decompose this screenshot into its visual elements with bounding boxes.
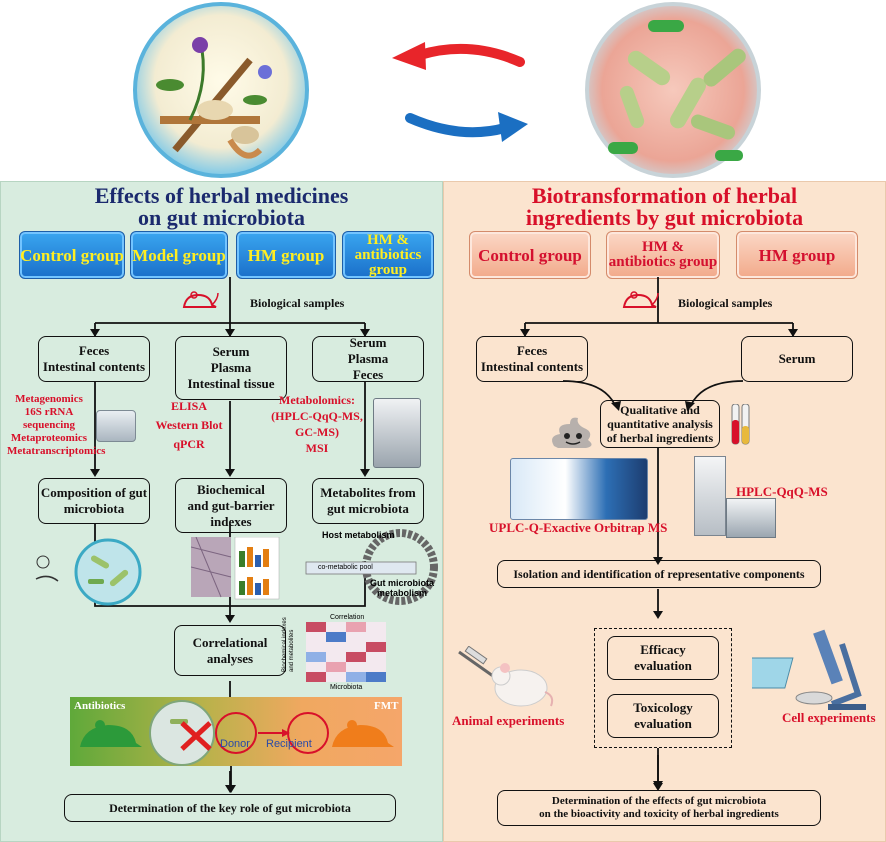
- header-illustrations: [133, 2, 761, 178]
- group-hm-antibiotics: HM & antibiotics group: [342, 231, 434, 279]
- correlation-heatmap-image: [306, 622, 386, 682]
- box-left-final: Determination of the key role of gut mic…: [64, 794, 396, 822]
- heatmap-xlabel: Microbiota: [330, 684, 363, 691]
- group-hm-antibiotics-right: HM & antibiotics group: [606, 231, 720, 279]
- box-isolation: Isolation and identification of represen…: [497, 560, 821, 588]
- co-metabolic-pool-label: co-metabolic pool: [318, 564, 373, 571]
- right-bio-samples: Biological samples: [678, 296, 773, 310]
- group-model: Model group: [130, 231, 228, 279]
- left-final-arrow: [226, 766, 236, 793]
- group-control: Control group: [19, 231, 125, 279]
- mouse-icon: [182, 291, 219, 308]
- antibiotics-label: Antibiotics: [74, 700, 126, 712]
- blood-tubes-icon: [731, 404, 750, 445]
- group-hm: HM group: [236, 231, 336, 279]
- sequencer-image: [96, 410, 136, 442]
- cell-microscope-image: [752, 629, 866, 710]
- box-serum-right: Serum: [741, 336, 853, 382]
- group-hm-right: HM group: [736, 231, 858, 279]
- gut-bacteria-circle-image: [585, 2, 761, 178]
- hplc-ms-image: [726, 498, 776, 538]
- recipient-label: Recipient: [266, 738, 312, 750]
- herbal-circle-image: [133, 2, 309, 178]
- instrument-label-orbitrap: UPLC-Q-Exactive Orbitrap MS: [489, 520, 668, 535]
- left-bio-samples: Biological samples: [250, 296, 345, 310]
- donor-label: Donor: [220, 738, 250, 750]
- petri-dish-image: [35, 538, 142, 606]
- right-final-arrow: [653, 748, 663, 789]
- instrument-label-hplc: HPLC-QqQ-MS: [736, 484, 828, 499]
- hplc-instrument-image: [694, 456, 726, 536]
- antibiotics-fmt-image: [80, 700, 394, 766]
- ms-instrument-image: [373, 398, 421, 468]
- box-right-final: Determination of the effects of gut micr…: [497, 790, 821, 826]
- evaluation-dashed-frame: [594, 628, 732, 748]
- group-control-right: Control group: [469, 231, 591, 279]
- metabolism-ring-image: [305, 529, 438, 605]
- mouse-syringe-image: [458, 646, 554, 707]
- bidirectional-arrows: [392, 42, 528, 142]
- fmt-label: FMT: [374, 700, 399, 712]
- heatmap-title: Correlation: [330, 614, 365, 621]
- histology-barchart-image: [191, 537, 280, 600]
- host-metabolism-label: Host metabolism: [322, 530, 395, 540]
- feces-icon: [552, 417, 592, 448]
- cell-experiments-label: Cell experiments: [782, 710, 876, 725]
- orbitrap-instrument-image: [510, 458, 648, 520]
- mouse-icon-right: [622, 291, 659, 308]
- animal-experiments-label: Animal experiments: [452, 713, 565, 728]
- methods-metabolomics: Metabolomics:(HPLC-QqQ-MS,GC-MS)MSI: [271, 393, 363, 455]
